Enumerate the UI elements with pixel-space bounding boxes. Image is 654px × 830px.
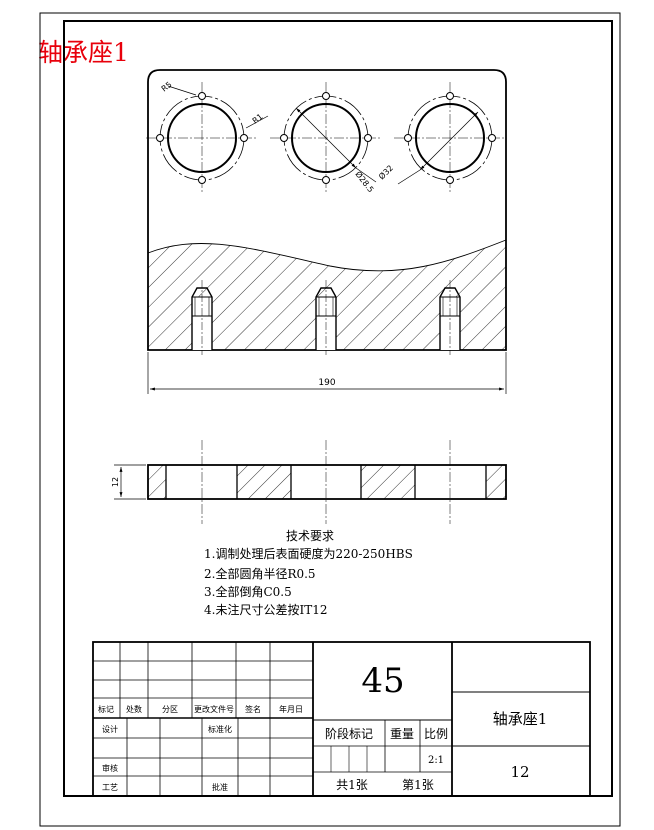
- title-block: [92, 641, 591, 797]
- label-change-doc: 更改文件号: [194, 704, 234, 714]
- dim-diameter-32-label: Ø32: [376, 163, 395, 182]
- section-view-outline: [147, 464, 507, 500]
- label-approve: 批准: [212, 782, 228, 792]
- label-stage-mark: 阶段标记: [325, 726, 373, 741]
- section-view: 12: [111, 440, 507, 524]
- outer-border: [39, 12, 621, 827]
- length-dimension: [147, 352, 507, 394]
- label-date: 年月日: [279, 704, 303, 714]
- label-review: 审核: [102, 763, 118, 773]
- dim-length-label: 190: [318, 378, 335, 388]
- tech-req-item: 3.全部倒角C0.5: [204, 584, 292, 599]
- bearing-bore-left: [146, 82, 258, 194]
- technical-requirements: 技术要求 1.调制处理后表面硬度为220-250HBS 2.全部圆角半径R0.5…: [204, 529, 413, 617]
- label-process: 工艺: [102, 783, 118, 792]
- label-standardize: 标准化: [208, 724, 232, 734]
- label-weight: 重量: [390, 727, 414, 741]
- dim-thickness-label: 12: [111, 477, 120, 487]
- section-hatch: [148, 240, 506, 350]
- label-design: 设计: [102, 724, 118, 734]
- drawing-header-label: 轴承座1: [38, 38, 129, 67]
- part-name: 轴承座1: [493, 710, 548, 728]
- tech-req-item: 2.全部圆角半径R0.5: [204, 566, 316, 581]
- threaded-holes: [191, 280, 461, 355]
- dim-diameter-28-label: Ø28.5: [353, 169, 376, 194]
- material-value: 45: [361, 661, 404, 701]
- break-line: [147, 239, 507, 272]
- front-view-outline: [147, 69, 507, 351]
- circle-dimension-leaders: [167, 85, 479, 185]
- label-count: 处数: [126, 704, 142, 714]
- scale-value: 2:1: [428, 755, 444, 766]
- label-signature: 签名: [245, 704, 261, 714]
- bearing-bore-right: [394, 82, 506, 194]
- dim-r5-label: R5: [160, 80, 174, 94]
- tech-req-item: 4.未注尺寸公差按IT12: [204, 602, 327, 617]
- label-mark: 标记: [98, 704, 114, 714]
- sheet-number: 第1张: [402, 778, 434, 792]
- label-zone: 分区: [162, 705, 178, 714]
- dim-r1-label: R1: [251, 112, 265, 126]
- tech-req-item: 1.调制处理后表面硬度为220-250HBS: [204, 546, 413, 561]
- label-scale: 比例: [424, 727, 448, 741]
- title-block-text: 标记 处数 分区 更改文件号 签名 年月日 设计 标准化 审核 工艺 批准 45…: [98, 661, 547, 792]
- tech-req-title: 技术要求: [286, 529, 334, 543]
- thickness-dimension: [114, 464, 146, 500]
- front-view: R5 R1 Ø28.5 Ø32: [146, 69, 507, 394]
- sheets-total: 共1张: [336, 778, 368, 792]
- drawing-number: 12: [510, 763, 529, 781]
